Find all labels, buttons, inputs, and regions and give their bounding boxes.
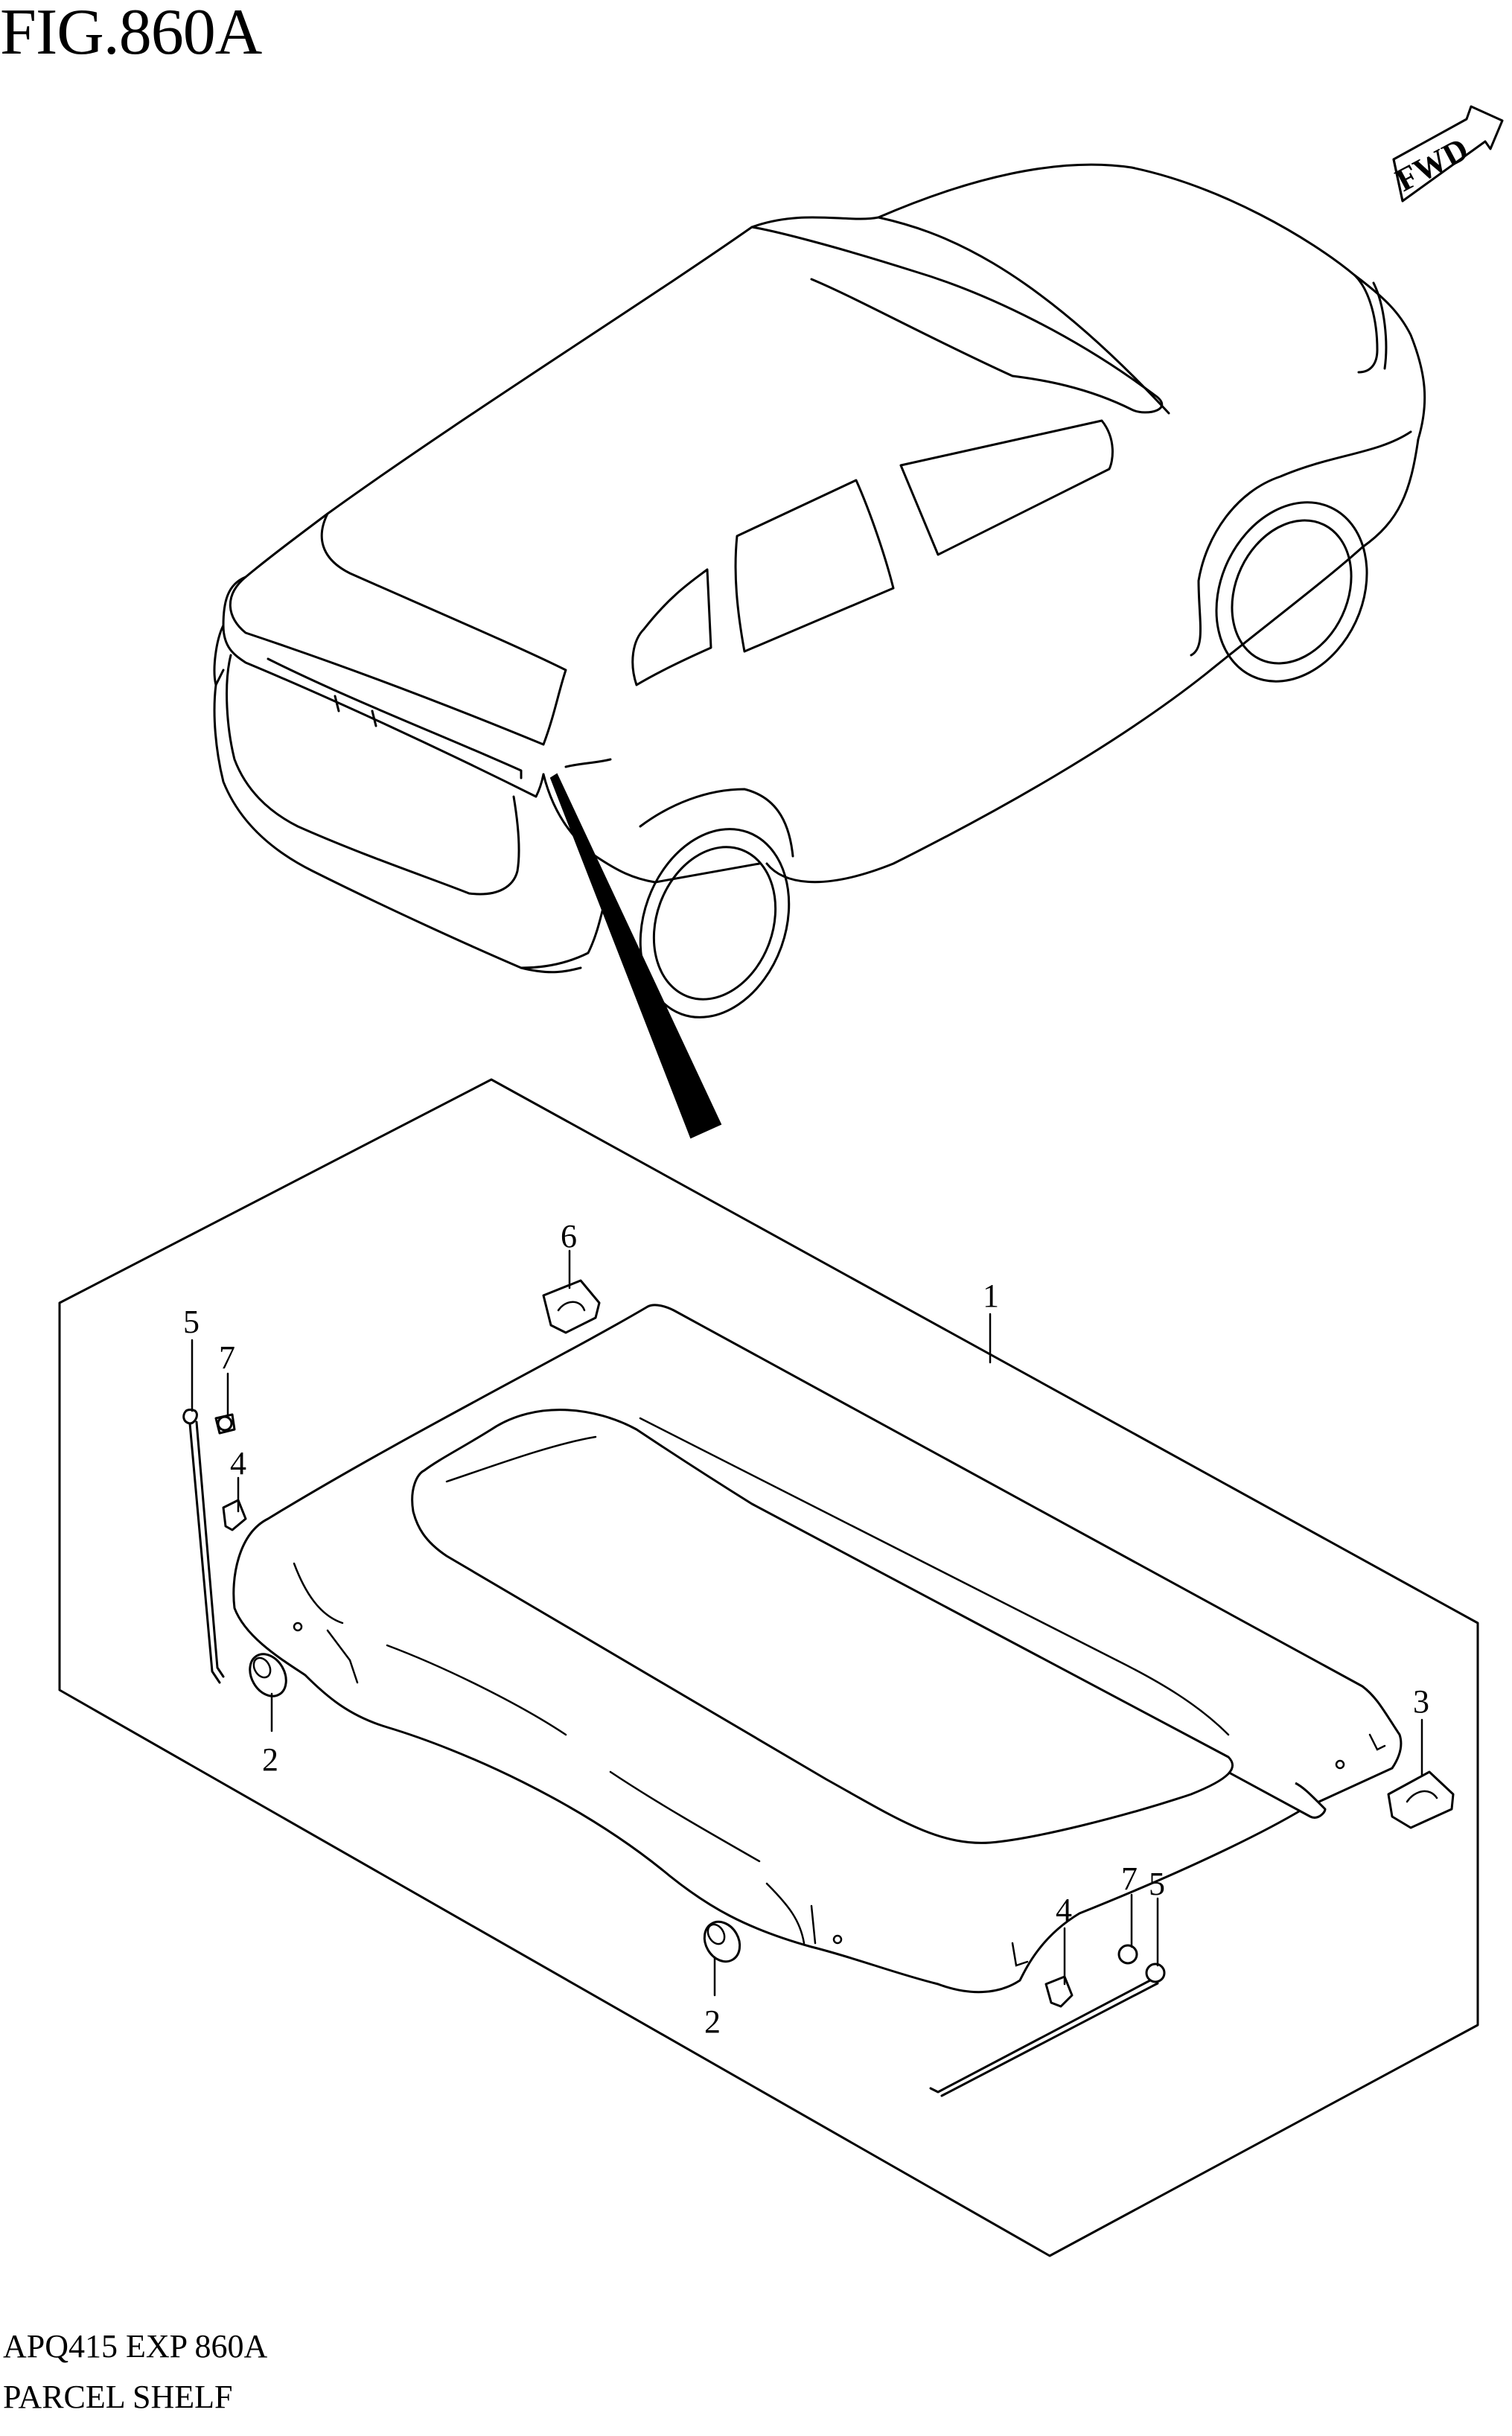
callout-5-left: 5 <box>183 1304 200 1340</box>
callout-5-right: 5 <box>1149 1866 1165 1902</box>
callout-7-left: 7 <box>219 1339 235 1376</box>
footer-name: PARCEL SHELF <box>3 2379 233 2415</box>
clip-4-right <box>1044 1975 1074 2008</box>
exploded-view-frame <box>58 1078 1479 2257</box>
support-rod-left <box>182 1409 225 1684</box>
fwd-arrow-icon: FWD <box>1390 105 1504 203</box>
footer-code: APQ415 EXP 860A <box>3 2328 268 2365</box>
support-rod-right <box>929 1962 1166 2097</box>
callout-1: 1 <box>983 1278 999 1314</box>
callout-2-left: 2 <box>262 1741 278 1778</box>
callout-3: 3 <box>1413 1683 1429 1720</box>
callout-2-right: 2 <box>704 2003 721 2040</box>
clip-6 <box>542 1279 601 1334</box>
pointer-arrow <box>549 773 722 1139</box>
clip-3 <box>1387 1770 1455 1829</box>
holder-2-left <box>249 1653 287 1697</box>
screw-7-right <box>1117 1944 1138 1965</box>
vehicle-illustration <box>213 163 1426 1018</box>
parcel-shelf <box>232 1304 1403 1994</box>
figure-title: FIG.860A <box>0 0 262 68</box>
holder-2-right <box>703 1920 741 1963</box>
callout-6: 6 <box>561 1218 577 1254</box>
callout-4-right: 4 <box>1056 1892 1072 1928</box>
leader-lines <box>191 1249 1423 1997</box>
clip-4-left <box>222 1499 247 1531</box>
callout-7-right: 7 <box>1121 1861 1138 1897</box>
callout-4-left: 4 <box>230 1445 246 1482</box>
screw-7-left <box>214 1413 236 1435</box>
